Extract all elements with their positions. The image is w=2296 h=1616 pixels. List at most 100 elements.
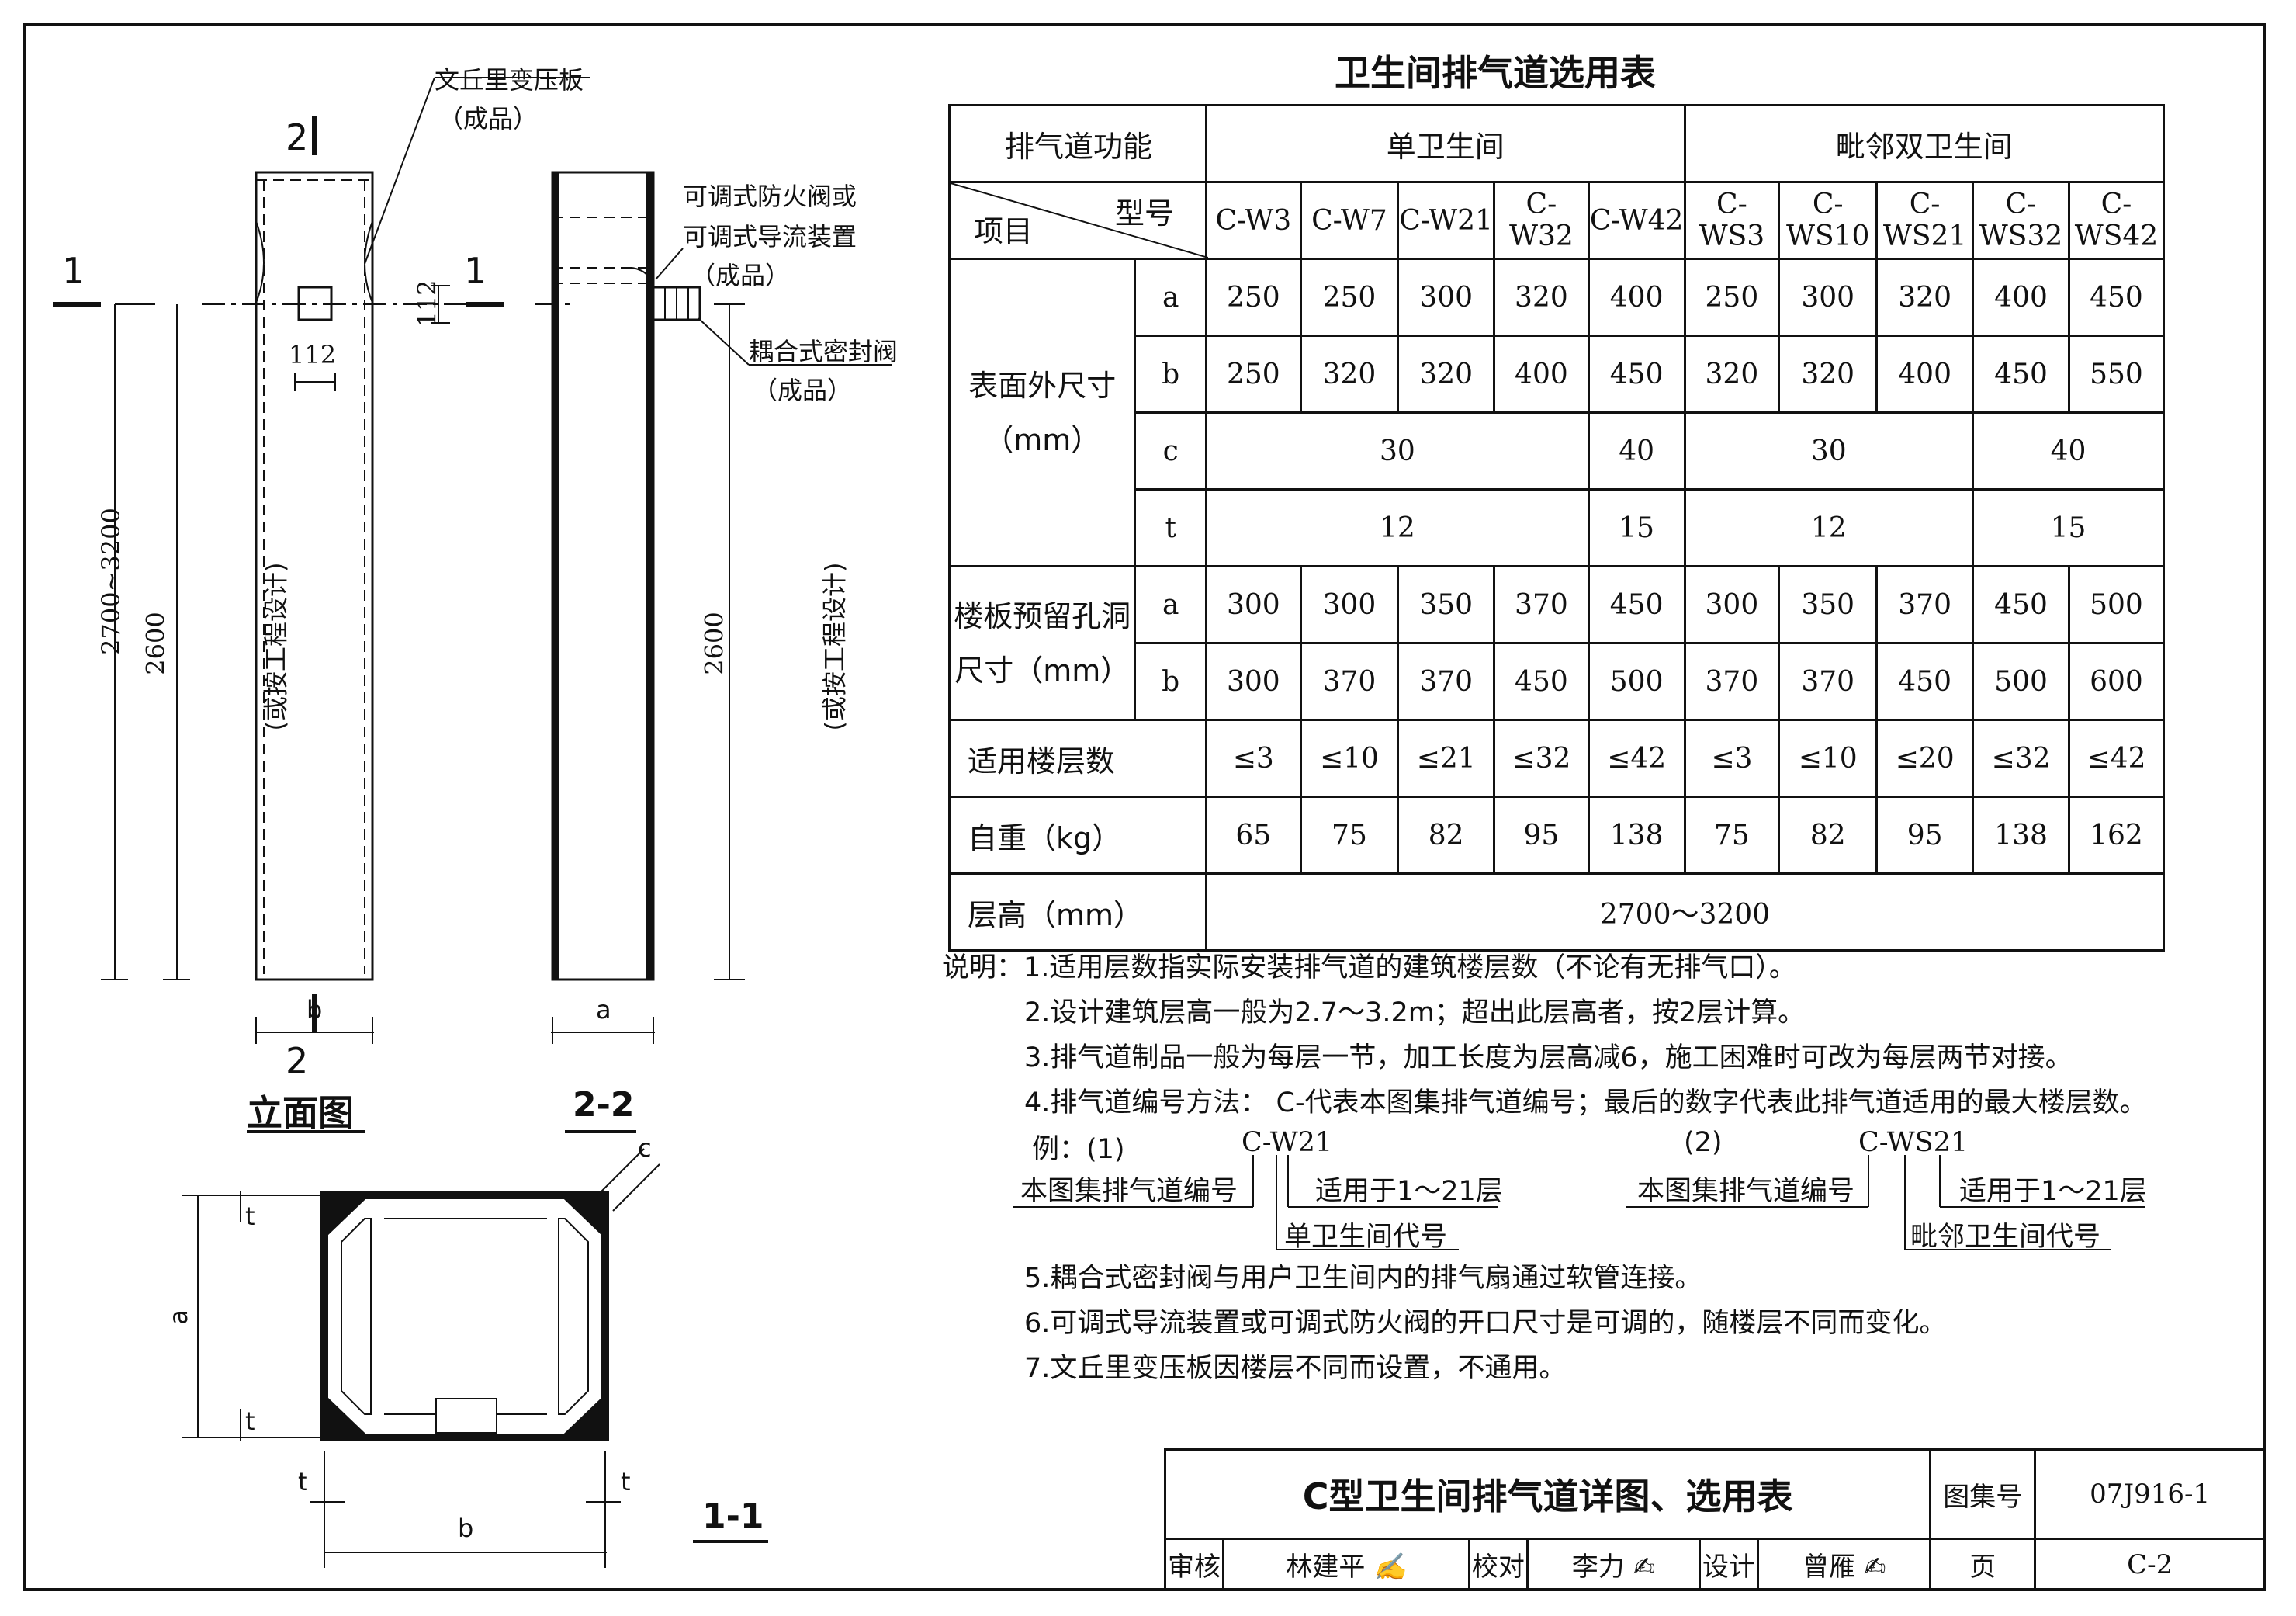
cell: ≤42	[1587, 719, 1686, 798]
dim-t-bottom-label: t	[245, 1406, 255, 1436]
cell: 350	[1397, 565, 1496, 644]
dim-c-label: c	[638, 1133, 652, 1163]
cell: 300	[1397, 258, 1496, 337]
section-mark-2-top: 2	[286, 116, 309, 158]
cell: 450	[1972, 335, 2070, 414]
cell: 12	[1683, 488, 1975, 567]
fire-damper-finished-label: （成品）	[691, 261, 791, 290]
cell: ≤10	[1778, 719, 1879, 798]
note-6: 6.可调式导流装置或可调式防火阀的开口尺寸是可调的，随楼层不同而变化。	[1024, 1308, 1947, 1339]
checker-text: 李力	[1571, 1552, 1625, 1583]
cell: 320	[1397, 335, 1496, 414]
cell: 350	[1778, 565, 1879, 644]
cell: 320	[1299, 335, 1400, 414]
model-cell: C-WS10	[1778, 181, 1879, 260]
cell: 370	[1397, 642, 1496, 721]
row-label-b: b	[1134, 335, 1207, 414]
elevation-title: 立面图	[247, 1092, 354, 1134]
by-design-section: (或按工程设计)	[819, 562, 850, 731]
cell: ≤42	[2067, 719, 2166, 798]
cell: 320	[1683, 335, 1781, 414]
coupled-seal-valve-label: 耦合式密封阀	[749, 337, 899, 366]
cell: 450	[1587, 335, 1686, 414]
cell: 65	[1204, 796, 1302, 875]
cell: ≤21	[1397, 719, 1496, 798]
dim-b-section11: b	[458, 1514, 474, 1543]
dim-112-vertical: 112	[412, 279, 442, 328]
atlas-number: 07J916-1	[2034, 1448, 2266, 1540]
example-leader-lines	[1013, 1155, 2145, 1250]
header-model: 型号	[1114, 196, 1174, 231]
cell: 400	[1493, 335, 1590, 414]
cell: 450	[1875, 642, 1975, 721]
example-2-adjacent-code: 毗邻卫生间代号	[1910, 1222, 2101, 1253]
title-block: C型卫生间排气道详图、选用表 图集号 07J916-1 审核 林建平 ✍ 校对 …	[1163, 1448, 2266, 1591]
cell: 300	[1683, 565, 1781, 644]
note-1: 说明：1.适用层数指实际安装排气道的建筑楼层数（不论有无排气口）。	[942, 952, 1796, 983]
dim-112-horizontal: 112	[289, 340, 337, 369]
cell: 400	[1587, 258, 1686, 337]
cell: 82	[1397, 796, 1496, 875]
cell: 450	[1972, 565, 2070, 644]
model-cell: C-WS32	[1972, 181, 2070, 260]
row-label-b: b	[1134, 642, 1207, 721]
cell: 95	[1875, 796, 1975, 875]
cell: 370	[1493, 565, 1590, 644]
cell: 75	[1683, 796, 1781, 875]
cell: 40	[1587, 411, 1686, 491]
weight-label: 自重（kg）	[948, 796, 1207, 875]
by-design-elevation: (或按工程设计)	[261, 562, 291, 731]
note-5: 5.耦合式密封阀与用户卫生间内的排气扇通过软管连接。	[1024, 1263, 1702, 1294]
drawing-frame	[23, 23, 2266, 1591]
cell: 370	[1875, 565, 1975, 644]
cell: 400	[1875, 335, 1975, 414]
dim-a-section11: a	[163, 1309, 193, 1325]
example-label-2: (2)	[1684, 1127, 1723, 1158]
cell: 138	[1972, 796, 2070, 875]
section-mark-1-left: 1	[62, 250, 85, 292]
cell: 450	[1493, 642, 1590, 721]
cell: ≤10	[1299, 719, 1400, 798]
height-value: 2700～3200	[1204, 872, 2166, 952]
check-label: 校对	[1467, 1538, 1529, 1591]
example-2-atlas-code: 本图集排气道编号	[1637, 1176, 1855, 1207]
elevation-view	[53, 77, 590, 1044]
model-cell: C-W32	[1493, 181, 1590, 260]
cell: 40	[1972, 411, 2165, 491]
section-mark-1-right: 1	[464, 250, 487, 292]
fire-damper-label-2: 可调式导流装置	[683, 222, 857, 251]
cell: 500	[2067, 565, 2166, 644]
cell: 250	[1204, 335, 1302, 414]
page-label: 页	[1929, 1538, 2037, 1591]
note-7: 7.文丘里变压板因楼层不同而设置，不通用。	[1024, 1353, 1567, 1384]
slab-hole-label-2: 尺寸（mm）	[954, 653, 1131, 688]
outer-size-label-1: 表面外尺寸	[968, 368, 1117, 403]
cell: 550	[2067, 335, 2166, 414]
cell: 75	[1299, 796, 1400, 875]
cell: 82	[1778, 796, 1879, 875]
dim-t-top-label: t	[245, 1202, 255, 1231]
notes-section: 说明：1.适用层数指实际安装排气道的建筑楼层数（不论有无排气口）。 2.设计建筑…	[942, 945, 2147, 1125]
note-2: 2.设计建筑层高一般为2.7～3.2m；超出此层高者，按2层计算。	[1024, 997, 1806, 1028]
header-double: 毗邻双卫生间	[1683, 104, 2166, 183]
dim-t-left-label: t	[298, 1467, 308, 1496]
cell: 370	[1683, 642, 1781, 721]
cell: ≤3	[1204, 719, 1302, 798]
outer-size-label-2: （mm）	[984, 422, 1101, 457]
design-label: 设计	[1699, 1538, 1760, 1591]
example-1-single-code: 单卫生间代号	[1284, 1222, 1448, 1253]
cell: 320	[1493, 258, 1590, 337]
cell: 400	[1972, 258, 2070, 337]
note-3: 3.排气道制品一般为每层一节，加工长度为层高减6，施工困难时可改为每层两节对接。	[1024, 1042, 2073, 1073]
page-title: 卫生间排气道选用表	[1335, 52, 1656, 94]
designer-text: 曾雁	[1803, 1552, 1855, 1583]
header-model-item: 型号 项目	[948, 181, 1208, 260]
dim-b-elevation: b	[306, 995, 323, 1025]
section-1-1-view	[182, 1148, 768, 1568]
cell: 15	[1972, 488, 2165, 567]
dim-a-section: a	[596, 995, 611, 1025]
row-label-t: t	[1134, 488, 1207, 567]
floors-label: 适用楼层数	[948, 719, 1207, 798]
reviewer-signature: ✍	[1373, 1552, 1407, 1583]
cell: 95	[1493, 796, 1590, 875]
